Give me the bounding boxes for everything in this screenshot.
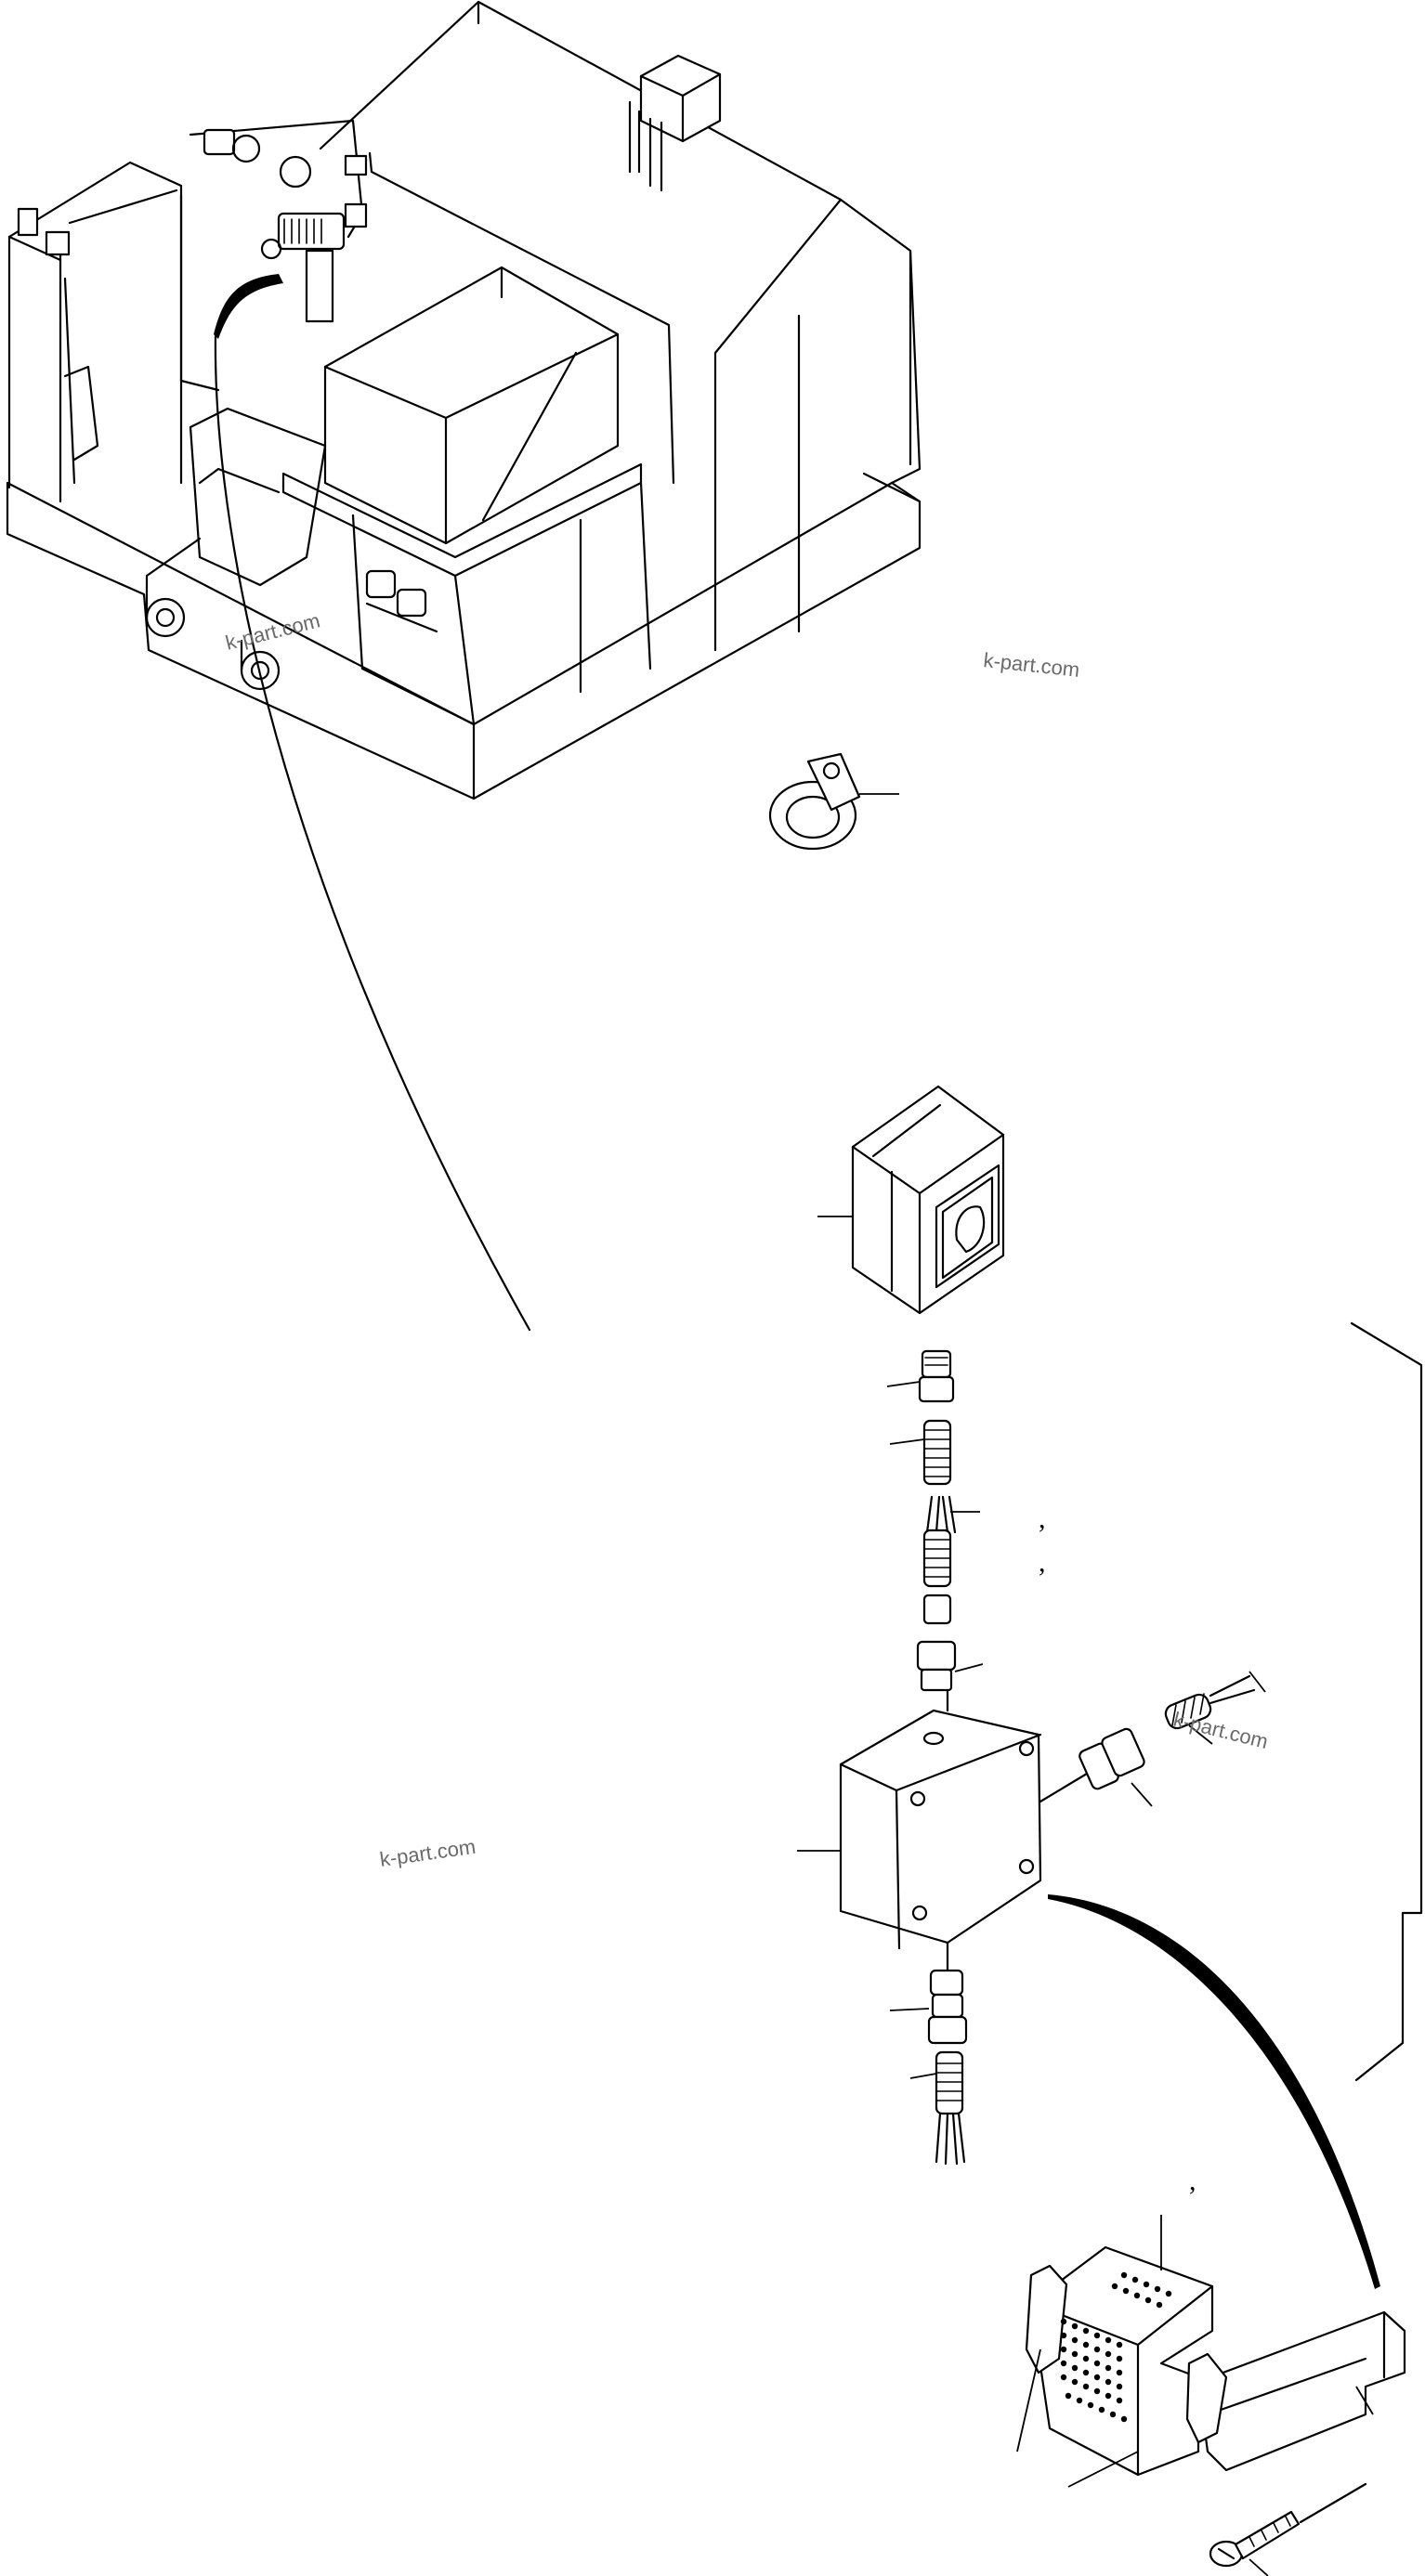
watermark-text: k-part.com <box>378 1835 477 1871</box>
upper-cable-gland <box>886 1349 955 1403</box>
rail-cable <box>1048 1894 1380 2289</box>
punctuation-mark: , <box>1039 1547 1046 1578</box>
upper-cable-sleeve <box>889 1419 952 1486</box>
lower-cable-gland <box>889 1941 968 2045</box>
thick-cable <box>214 274 283 339</box>
lower-cable-sleeve <box>909 2050 966 2166</box>
machine-frame <box>6 0 922 800</box>
punctuation-mark: , <box>1189 2166 1196 2196</box>
assembly-bracket <box>1350 1321 1423 2082</box>
long-cable <box>214 334 531 1332</box>
rotary-switch-box <box>817 1085 1005 1315</box>
watermark-text: k-part.com <box>1171 1708 1271 1753</box>
side-cable-gland <box>1039 1727 1153 1807</box>
junction-box <box>797 1688 1042 1950</box>
top-gland-nut <box>916 1640 984 1692</box>
watermark-text: k-part.com <box>223 608 322 654</box>
terminal-blocks <box>1016 2215 1406 2488</box>
cable-clamp <box>768 752 899 851</box>
mounting-screw <box>1209 2482 1367 2576</box>
side-cable-sleeve <box>1164 1671 1266 1745</box>
punctuation-mark: , <box>1039 1503 1046 1534</box>
upper-cable-end <box>922 1495 980 1625</box>
watermark-text: k-part.com <box>982 648 1080 682</box>
